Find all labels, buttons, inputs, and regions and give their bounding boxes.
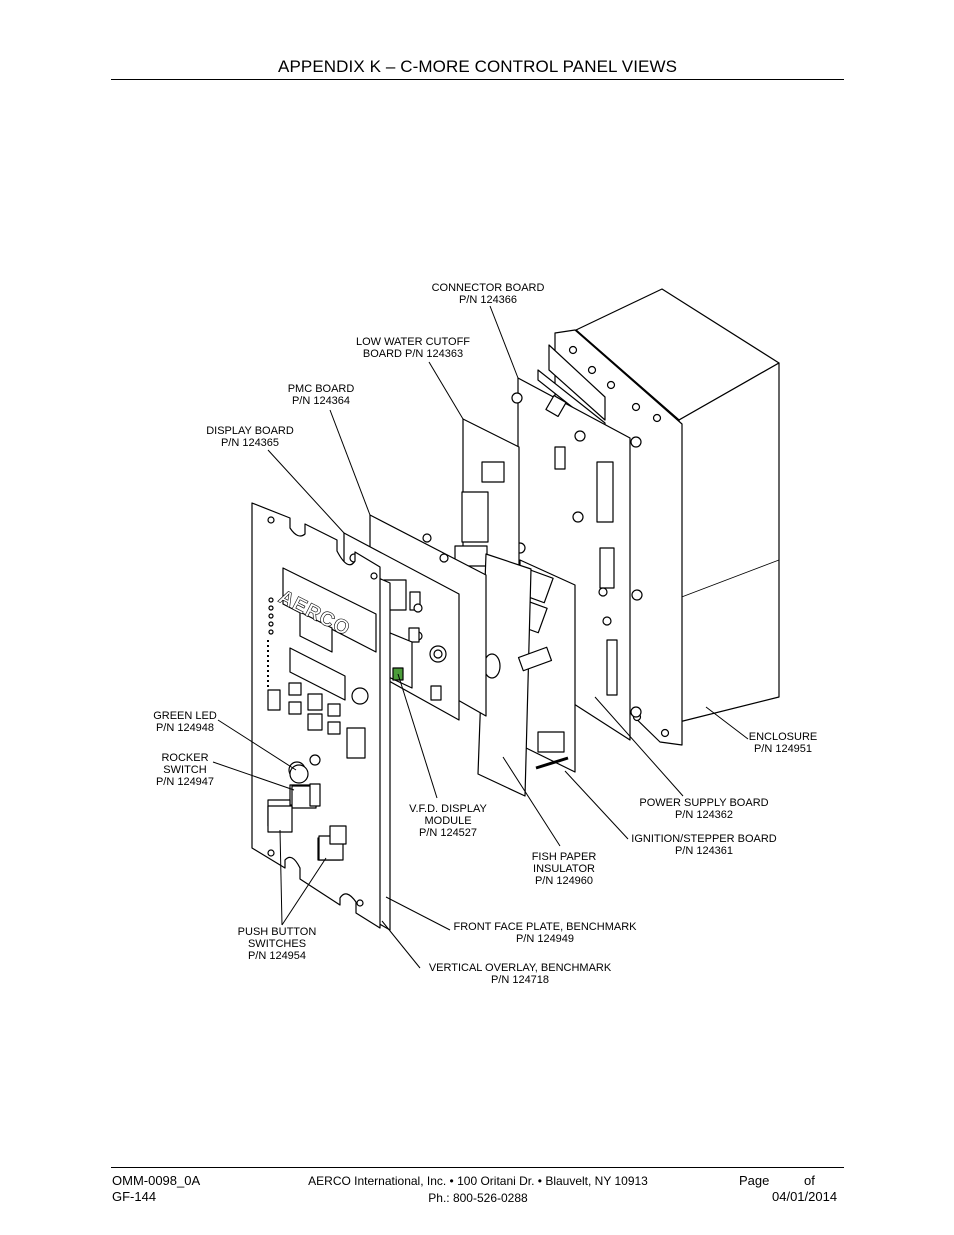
- label-line: INSULATOR: [533, 863, 595, 875]
- page-word: Page: [739, 1173, 770, 1188]
- leader-lines: [212, 305, 749, 969]
- doc-number: OMM-0098_0A: [112, 1173, 201, 1188]
- label-power-supply: POWER SUPPLY BOARD P/N 124362: [629, 797, 779, 821]
- form-number: GF-144: [112, 1189, 157, 1204]
- label-fish-paper: FISH PAPER INSULATOR P/N 124960: [519, 851, 609, 887]
- label-line: FRONT FACE PLATE, BENCHMARK: [453, 921, 637, 933]
- label-low-water-cutoff: LOW WATER CUTOFF BOARD P/N 124363: [348, 336, 478, 360]
- label-pmc-board: PMC BOARD P/N 124364: [271, 383, 371, 407]
- label-line: POWER SUPPLY BOARD: [639, 797, 769, 809]
- label-line: P/N 124362: [674, 809, 734, 821]
- label-line: IGNITION/STEPPER BOARD: [631, 833, 777, 845]
- label-line: P/N 124527: [418, 827, 478, 839]
- label-line: P/N 124365: [220, 437, 280, 449]
- label-line: P/N 124948: [155, 722, 215, 734]
- label-line: SWITCH: [163, 764, 207, 776]
- label-line: P/N 124364: [291, 395, 351, 407]
- label-front-face-plate: FRONT FACE PLATE, BENCHMARK P/N 124949: [444, 921, 646, 945]
- label-line: CONNECTOR BOARD: [431, 282, 545, 294]
- label-line: V.F.D. DISPLAY: [409, 803, 487, 815]
- label-vfd-display: V.F.D. DISPLAY MODULE P/N 124527: [398, 803, 498, 839]
- footer-divider: [111, 1167, 844, 1168]
- label-line: FISH PAPER: [531, 851, 597, 863]
- label-green-led: GREEN LED P/N 124948: [140, 710, 230, 734]
- of-word: of: [804, 1173, 815, 1188]
- label-vertical-overlay: VERTICAL OVERLAY, BENCHMARK P/N 124718: [420, 962, 620, 986]
- label-line: SWITCHES: [247, 938, 307, 950]
- rocker-switch-part: [291, 783, 321, 809]
- label-line: P/N 124951: [753, 743, 813, 755]
- label-line: P/N 124361: [674, 845, 734, 857]
- label-line: P/N 124718: [490, 974, 550, 986]
- label-line: DISPLAY BOARD: [206, 425, 294, 437]
- label-line: BOARD P/N 124363: [362, 348, 464, 360]
- label-line: LOW WATER CUTOFF: [355, 336, 471, 348]
- company-address: AERCO International, Inc. • 100 Oritani …: [308, 1174, 648, 1188]
- label-line: P/N 124947: [155, 776, 215, 788]
- front-face-plate-drawing: [251, 502, 381, 929]
- fish-paper-insulator-drawing: [477, 553, 553, 797]
- label-enclosure: ENCLOSURE P/N 124951: [738, 731, 828, 755]
- label-ignition-stepper: IGNITION/STEPPER BOARD P/N 124361: [623, 833, 785, 857]
- label-display-board: DISPLAY BOARD P/N 124365: [200, 425, 300, 449]
- label-line: P/N 124366: [458, 294, 518, 306]
- label-line: GREEN LED: [153, 710, 217, 722]
- label-line: MODULE: [424, 815, 472, 827]
- label-rocker-switch: ROCKER SWITCH P/N 124947: [140, 752, 230, 788]
- label-line: P/N 124949: [515, 933, 575, 945]
- label-line: VERTICAL OVERLAY, BENCHMARK: [428, 962, 612, 974]
- label-line: PMC BOARD: [287, 383, 355, 395]
- label-line: PUSH BUTTON: [237, 926, 317, 938]
- footer-date: 04/01/2014: [772, 1189, 838, 1204]
- label-push-button-switches: PUSH BUTTON SWITCHES P/N 124954: [227, 926, 327, 962]
- label-line: P/N 124954: [247, 950, 307, 962]
- label-line: ROCKER: [161, 752, 209, 764]
- company-phone: Ph.: 800-526-0288: [428, 1191, 528, 1205]
- label-line: P/N 124960: [534, 875, 594, 887]
- label-connector-board: CONNECTOR BOARD P/N 124366: [423, 282, 553, 306]
- page-title: APPENDIX K – C-MORE CONTROL PANEL VIEWS: [278, 57, 678, 76]
- header-divider: [111, 79, 844, 80]
- push-button-switches-part: [267, 805, 347, 861]
- label-line: ENCLOSURE: [748, 731, 818, 743]
